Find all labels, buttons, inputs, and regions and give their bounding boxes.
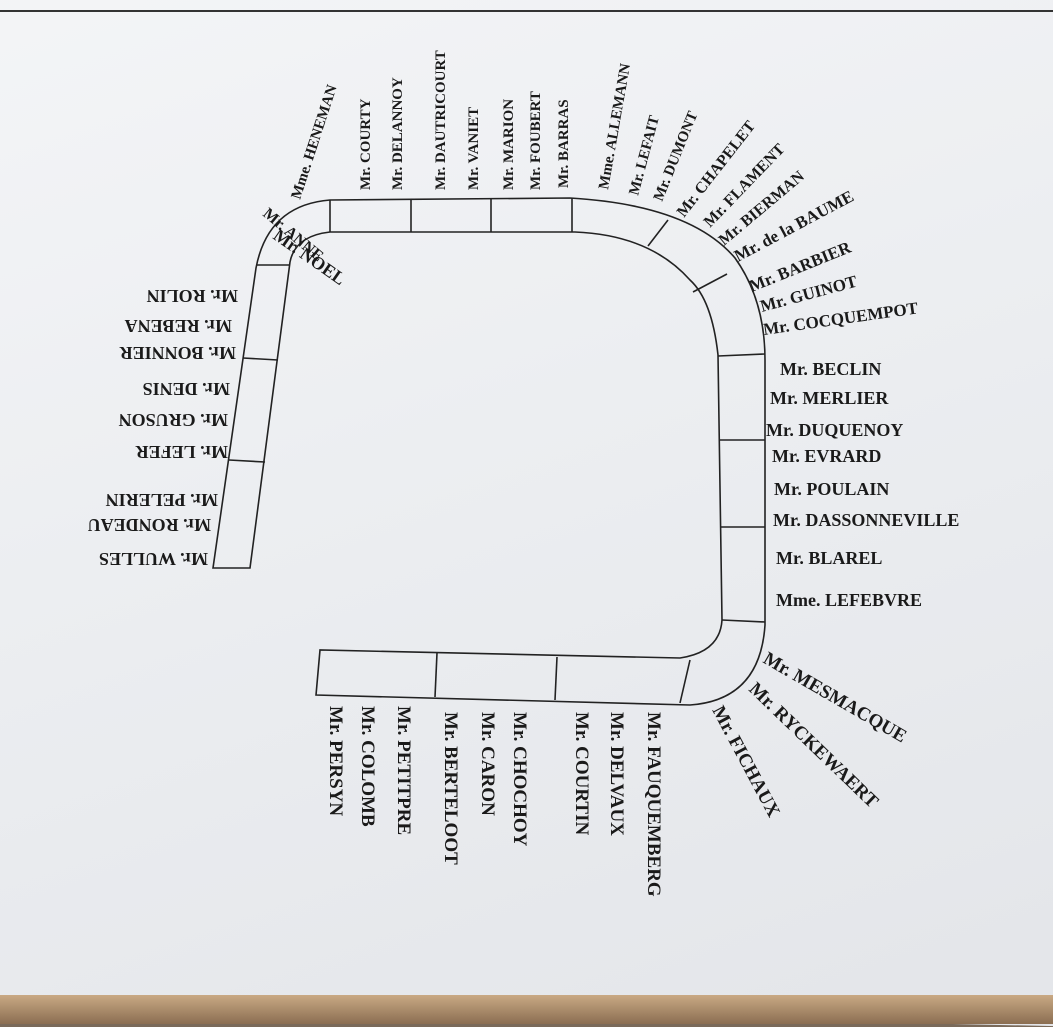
guest-name-top-6: Mr. FOUBERT	[528, 91, 544, 190]
guest-name-top-2: Mr. DELANNOY	[390, 77, 406, 190]
guest-name-bottom-3: Mr. COURTIN	[571, 712, 592, 835]
guest-name-top-5: Mr. MARION	[501, 99, 517, 190]
page-top-rule	[0, 10, 1053, 12]
guest-name-left-3: Mr. BONNIER	[119, 343, 236, 363]
guest-name-right-3: Mr. DUQUENOY	[766, 420, 903, 440]
guest-name-bottom-5: Mr. CARON	[477, 712, 498, 816]
guest-name-left-4: Mr. DENIS	[143, 379, 230, 399]
guest-name-bottom-8: Mr. COLOMB	[357, 706, 378, 827]
guest-name-bottom-1: Mr. FAUQUEMBERG	[643, 712, 664, 897]
guest-name-bottom-right-corner-1: Mr. MESMACQUE	[760, 648, 911, 747]
table-outer-edge	[212, 197, 766, 706]
guest-name-top-8: Mme. ALLEMANN	[596, 62, 634, 190]
guest-name-top-7: Mr. BARRAS	[556, 99, 572, 188]
guest-name-right-8: Mme. LEFEBVRE	[776, 590, 922, 610]
guest-name-right-6: Mr. DASSONNEVILLE	[773, 510, 959, 530]
guest-name-bottom-7: Mr. PETITPRE	[393, 706, 414, 835]
guest-name-left-2: Mr. REBENA	[125, 316, 232, 336]
guest-name-right-7: Mr. BLAREL	[776, 548, 882, 568]
guest-name-bottom-6: Mr. BERTELOOT	[440, 712, 461, 865]
guest-name-right-5: Mr. POULAIN	[774, 479, 889, 499]
guest-name-right-4: Mr. EVRARD	[772, 446, 881, 466]
guest-name-right-1: Mr. BECLIN	[780, 359, 881, 379]
guest-name-bottom-4: Mr. CHOCHOY	[509, 712, 530, 847]
guest-name-left-7: Mr. PELERIN	[106, 490, 218, 510]
guest-name-bottom-9: Mr. PERSYN	[325, 706, 346, 816]
guest-name-top-4: Mr. VANIET	[466, 107, 482, 190]
guest-name-left-5: Mr. GRUSON	[119, 410, 228, 430]
guest-name-bottom-2: Mr. DELVAUX	[606, 712, 627, 836]
guest-name-top-left-corner-3: Mme. HENEMAN	[289, 83, 341, 201]
guest-name-top-3: Mr. DAUTRICOURT	[433, 50, 449, 190]
desk-edge	[0, 995, 1053, 1024]
guest-name-top-1: Mr. COURTY	[358, 98, 374, 190]
guest-name-right-2: Mr. MERLIER	[770, 388, 889, 408]
guest-name-left-9: Mr. WULLES	[99, 549, 208, 569]
guest-name-left-6: Mr. LEFER	[135, 442, 228, 462]
table-outline	[212, 197, 766, 706]
guest-name-left-8: Mr. RONDEAU	[88, 515, 211, 535]
guest-name-left-1: Mr. ROLIN	[147, 286, 238, 306]
